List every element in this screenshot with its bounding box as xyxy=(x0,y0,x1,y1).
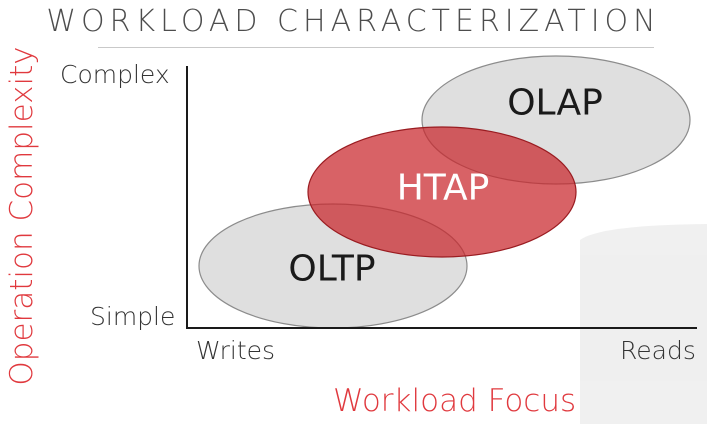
title-divider xyxy=(98,47,654,48)
x-axis-label: Workload Focus xyxy=(333,383,577,419)
page-title: WORKLOAD CHARACTERIZATION xyxy=(46,4,661,39)
database-watermark-icon xyxy=(580,224,707,424)
olap-label: OLAP xyxy=(507,82,603,124)
htap-ellipse xyxy=(307,126,577,258)
y-tick-complex: Complex xyxy=(60,60,170,89)
x-tick-reads: Reads xyxy=(620,336,696,365)
htap-label: HTAP xyxy=(396,167,490,209)
y-tick-simple: Simple xyxy=(90,302,176,331)
oltp-label: OLTP xyxy=(288,248,376,290)
x-tick-writes: Writes xyxy=(196,336,276,365)
